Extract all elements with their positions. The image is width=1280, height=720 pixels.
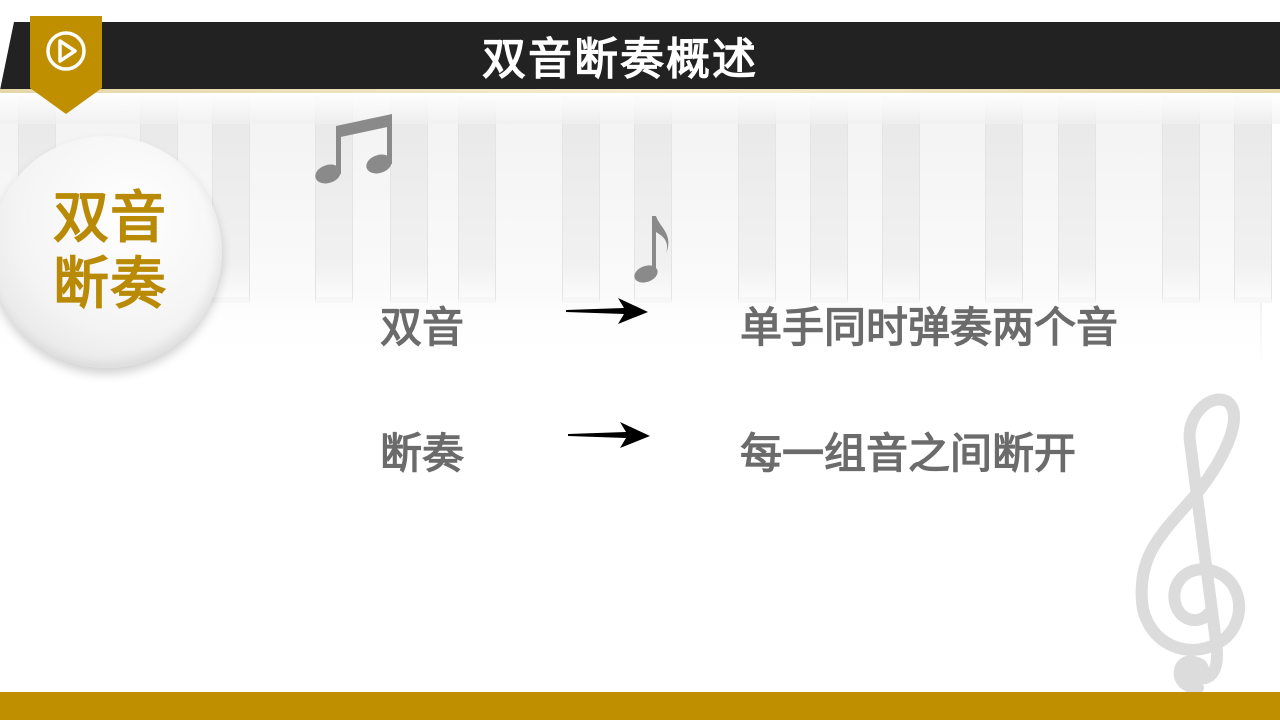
topic-circle-text: 双音 断奏	[40, 186, 180, 318]
piano-black-key	[1162, 92, 1200, 303]
header-underline	[0, 89, 1280, 93]
term-2: 断奏	[380, 429, 465, 478]
header-bar	[0, 18, 1280, 90]
term-1: 双音	[380, 303, 465, 352]
badge	[30, 16, 102, 114]
piano-black-key	[882, 92, 920, 303]
topic-circle	[0, 136, 222, 368]
definition-1: 单手同时弹奏两个音	[740, 303, 1119, 352]
topic-line-2: 断奏	[53, 252, 167, 317]
header-shadow	[0, 92, 1280, 124]
arrow-right-icon	[566, 298, 648, 324]
piano-black-key	[390, 92, 428, 303]
eighth-note-icon	[634, 216, 669, 283]
topic-line-1: 双音	[53, 186, 167, 251]
bottom-bar	[0, 692, 1280, 720]
beamed-eighth-notes-icon	[315, 114, 392, 184]
piano-black-key	[1058, 92, 1096, 303]
definition-2: 每一组音之间断开	[740, 429, 1077, 478]
page-title: 双音断奏概述	[482, 34, 758, 85]
piano-fade-overlay	[0, 292, 1280, 372]
treble-clef-icon	[1135, 393, 1246, 692]
piano-black-key	[810, 92, 848, 303]
arrow-right-icon	[568, 422, 650, 448]
play-circle-icon[interactable]	[43, 28, 89, 74]
